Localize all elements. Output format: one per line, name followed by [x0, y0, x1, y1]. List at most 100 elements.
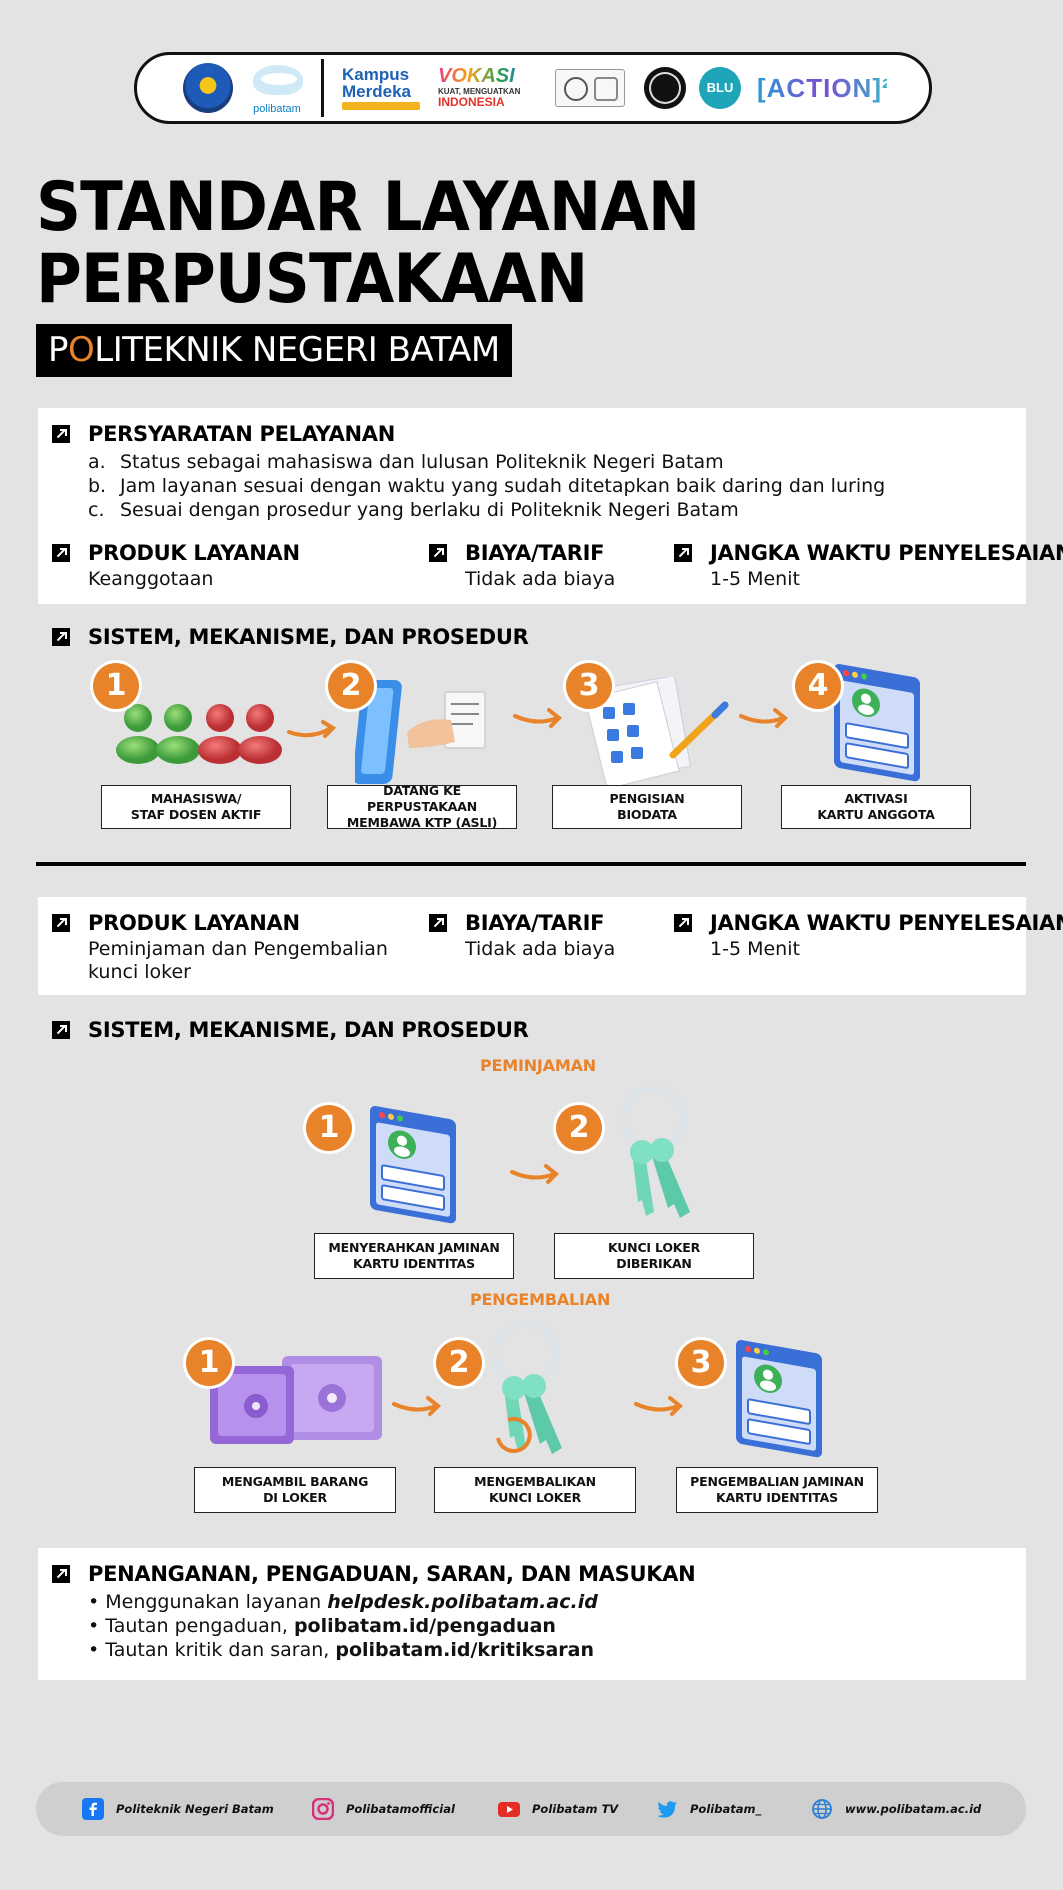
- complaints-panel: [38, 1548, 1026, 1680]
- arrow-up-right-icon: [52, 914, 70, 932]
- service2-time-section: JANGKA WAKTU PENYELESAIAN 1-5 Menit: [674, 911, 1063, 961]
- form-checklist-icon: [584, 677, 729, 787]
- arrow-up-right-icon: [52, 425, 70, 443]
- locker-key-icon: [620, 1084, 690, 1218]
- borrow-flow-title: PEMINJAMAN: [480, 1056, 596, 1075]
- requirements-section: PERSYARATAN PELAYANAN: [52, 422, 395, 446]
- arrow-up-right-icon: [429, 544, 447, 562]
- requirements-title: PERSYARATAN PELAYANAN: [88, 422, 396, 446]
- step-number-badge: 4: [795, 663, 841, 709]
- list-item: a.Status sebagai mahasiswa dan lulusan P…: [88, 451, 724, 473]
- facebook-handle: Politeknik Negeri Batam: [116, 1802, 274, 1816]
- profile-card-icon: [736, 1340, 822, 1458]
- service2-procedure-title: SISTEM, MEKANISME, DAN PROSEDUR: [88, 1018, 529, 1042]
- flow-arrow-icon: [513, 708, 562, 728]
- service1-product-title: PRODUK LAYANAN: [88, 541, 300, 565]
- list-item: • Tautan kritik dan saran, polibatam.id/…: [88, 1639, 595, 1661]
- service1-procedure-title: SISTEM, MEKANISME, DAN PROSEDUR: [88, 625, 529, 649]
- requirements-panel: [38, 408, 1026, 604]
- vokasi-line1: VOKASI: [438, 65, 530, 87]
- instagram-icon: [312, 1798, 334, 1820]
- arrow-up-right-icon: [674, 544, 692, 562]
- flow-arrow-icon: [287, 720, 337, 738]
- page-title-line2: PERPUSTAKAAN: [36, 240, 588, 319]
- partner-logo-bar: polibatam Kampus Merdeka VOKASI KUAT, ME…: [134, 52, 932, 124]
- requirements-list: a.Status sebagai mahasiswa dan lulusan P…: [88, 450, 885, 522]
- blu-logo: BLU: [699, 67, 741, 109]
- vokasi-line2: KUAT, MENGUATKAN: [438, 87, 521, 96]
- tut-wuri-handayani-logo-icon: [183, 63, 233, 113]
- service2-time-value: 1-5 Menit: [710, 938, 800, 960]
- arrow-up-right-icon: [52, 1021, 70, 1039]
- service2-time-title: JANGKA WAKTU PENYELESAIAN: [710, 911, 1063, 935]
- page-title: STANDAR LAYANAN PERPUSTAKAAN: [36, 172, 700, 319]
- service2-product-title: PRODUK LAYANAN: [88, 911, 300, 935]
- polibatam-logo-text: polibatam: [253, 103, 301, 115]
- step-number-badge: 1: [186, 1340, 232, 1386]
- kampus-merdeka-logo: Kampus Merdeka: [342, 66, 420, 110]
- feedback-link[interactable]: polibatam.id/kritiksaran: [335, 1639, 595, 1661]
- arrow-up-right-icon: [52, 544, 70, 562]
- action-logo-text: [ACTION]²: [757, 70, 891, 106]
- service1-time-section: JANGKA WAKTU PENYELESAIAN 1-5 Menit: [674, 541, 1063, 591]
- list-item: • Tautan pengaduan, polibatam.id/pengadu…: [88, 1615, 556, 1637]
- subtitle-p: P: [48, 330, 69, 370]
- phone-receipt-icon: [355, 680, 486, 784]
- instagram-handle: Polibatamofficial: [346, 1802, 455, 1816]
- subtitle-o-accent: O: [68, 330, 95, 370]
- flow-arrow-icon: [739, 708, 788, 728]
- profile-card-icon: [370, 1106, 456, 1224]
- footer-twitter[interactable]: Polibatam_: [656, 1782, 761, 1836]
- service2-fee-section: BIAYA/TARIF Tidak ada biaya: [429, 911, 615, 961]
- profile-card-icon: [834, 664, 920, 782]
- people-group-icon: [116, 704, 282, 764]
- service2-procedure-section: SISTEM, MEKANISME, DAN PROSEDUR: [52, 1018, 529, 1042]
- service2-product-value-line1: Peminjaman dan Pengembalian: [88, 938, 388, 960]
- arrow-up-right-icon: [429, 914, 447, 932]
- service1-fee-section: BIAYA/TARIF Tidak ada biaya: [429, 541, 615, 591]
- list-item: c.Sesuai dengan prosedur yang berlaku di…: [88, 499, 739, 521]
- twitter-icon: [657, 1801, 677, 1818]
- arrow-up-right-icon: [674, 914, 692, 932]
- footer-youtube[interactable]: Polibatam TV: [498, 1782, 618, 1836]
- globe-icon: [812, 1799, 832, 1819]
- facebook-icon: [82, 1798, 104, 1820]
- social-footer: Politeknik Negeri Batam Polibatamofficia…: [36, 1782, 1026, 1836]
- subtitle-rest: LITEKNIK NEGERI BATAM: [94, 330, 500, 370]
- vokasi-logo: VOKASI KUAT, MENGUATKAN INDONESIA: [438, 65, 530, 111]
- step-number-badge: 2: [328, 663, 374, 709]
- step-number-badge: 2: [556, 1105, 602, 1151]
- arrow-up-right-icon: [52, 1565, 70, 1583]
- locker-safe-icon: [210, 1356, 382, 1444]
- institution-seal-logo-icon: [644, 67, 686, 109]
- service1-procedure-section: SISTEM, MEKANISME, DAN PROSEDUR: [52, 625, 529, 649]
- vokasi-line3: INDONESIA: [438, 95, 505, 109]
- page-subtitle: POLITEKNIK NEGERI BATAM: [36, 324, 512, 377]
- step-label: MAHASISWA/STAF DOSEN AKTIF: [101, 785, 291, 829]
- complaints-section: PENANGANAN, PENGADUAN, SARAN, DAN MASUKA…: [52, 1562, 696, 1586]
- arrow-up-right-icon: [52, 628, 70, 646]
- service2-panel: [38, 897, 1026, 995]
- complaint-link[interactable]: polibatam.id/pengaduan: [293, 1615, 556, 1637]
- service1-time-value: 1-5 Menit: [710, 568, 800, 590]
- complaints-list: • Menggunakan layanan helpdesk.polibatam…: [88, 1590, 598, 1662]
- flow-arrow-icon: [510, 1164, 559, 1184]
- footer-facebook[interactable]: Politeknik Negeri Batam: [82, 1782, 274, 1836]
- list-item: • Menggunakan layanan helpdesk.polibatam…: [88, 1591, 598, 1613]
- footer-instagram[interactable]: Polibatamofficial: [312, 1782, 455, 1836]
- footer-website[interactable]: www.polibatam.ac.id: [811, 1782, 981, 1836]
- youtube-handle: Polibatam TV: [532, 1802, 619, 1816]
- service2-product-section: PRODUK LAYANAN Peminjaman dan Pengembali…: [52, 911, 388, 984]
- kampus-merdeka-line2: Merdeka: [342, 82, 411, 101]
- service1-fee-title: BIAYA/TARIF: [465, 541, 605, 565]
- helpdesk-link[interactable]: helpdesk.polibatam.ac.id: [327, 1591, 598, 1613]
- step-number-badge: 1: [306, 1105, 352, 1151]
